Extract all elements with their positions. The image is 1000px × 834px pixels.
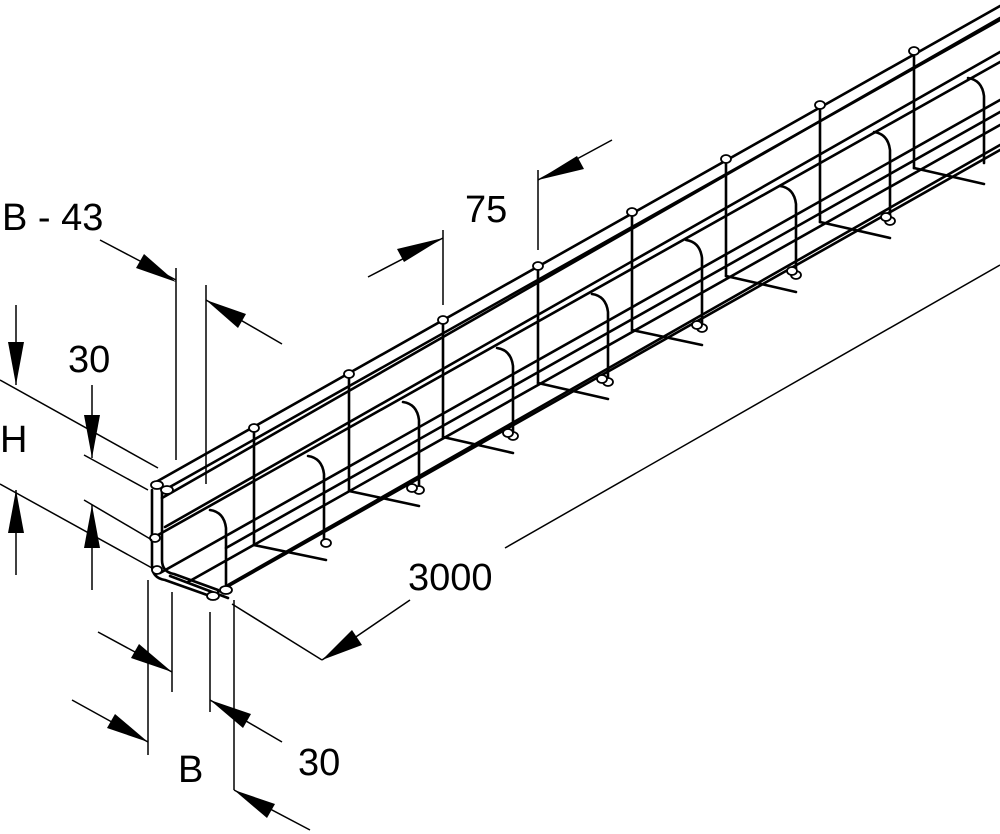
width-arrow-lower: [107, 714, 148, 742]
front-wall-rail-mid: [224, 110, 1000, 550]
length-arrow: [322, 630, 362, 660]
end-frame-right-post: [160, 486, 220, 592]
floor-rail-back: [158, 98, 1000, 575]
length-extension-near: [231, 603, 323, 661]
weld-points: [149, 46, 920, 601]
floor-rail-middle: [186, 123, 1000, 584]
front-wall-rail-upper: [163, 50, 1000, 529]
spacing-arrow-right: [538, 156, 584, 180]
floor-cross-wires: [252, 166, 986, 562]
rim-side-arrow-upper: [210, 700, 251, 728]
height-arrow-top: [8, 342, 24, 385]
label-rim-top: 30: [68, 339, 110, 381]
b43-arrow-left: [136, 254, 176, 282]
back-wall-top-rail: [154, 4, 1000, 484]
cable-tray: [149, 4, 1000, 601]
width-arrow-upper: [131, 644, 172, 672]
end-frame-left-post: [150, 488, 212, 598]
front-wall-verticals: [208, 76, 986, 587]
rim-top-arrow-bottom: [84, 505, 100, 548]
label-width: B: [178, 749, 203, 791]
label-b-minus-43: B - 43: [2, 197, 103, 239]
label-spacing: 75: [465, 189, 507, 231]
label-height: H: [0, 419, 27, 461]
front-wall-top-rail: [160, 16, 1000, 500]
label-length: 3000: [408, 557, 493, 599]
front-wall-rail-lower: [226, 143, 1000, 587]
dimension-lines: [0, 139, 1000, 831]
length-extension-far: [504, 264, 1000, 549]
b43-arrow-right: [206, 300, 246, 328]
back-wall-middle-rail: [156, 60, 1000, 537]
rim-top-arrow-top: [84, 415, 100, 458]
dimension-labels: B - 43 75 30 H 3000 B 30: [0, 189, 507, 791]
spacing-arrow-left: [397, 238, 443, 262]
height-arrow-bottom: [8, 490, 24, 533]
rim-side-arrow-lower: [234, 790, 275, 818]
label-rim-side: 30: [298, 742, 340, 784]
